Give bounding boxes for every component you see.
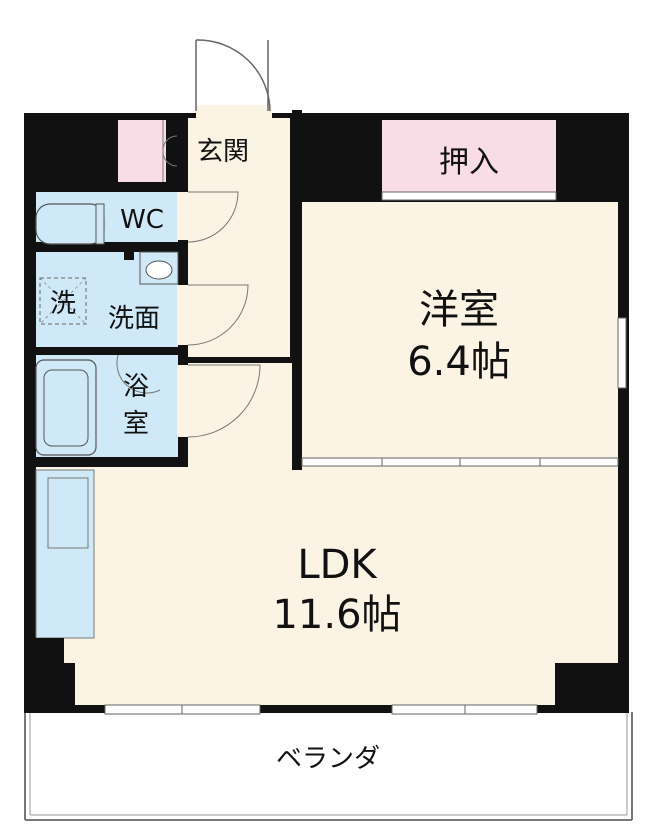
closet-label: 押入 [439,145,499,180]
door-swings [116,191,261,438]
floors [35,118,618,705]
washer-icon [39,277,87,325]
entrance-door [162,39,272,182]
bathroom-label-2: 室 [123,409,149,439]
bathroom-label-1: 浴 [123,372,149,402]
shoe-closet-floor [118,120,166,182]
windows [104,191,627,715]
corridor-floor [188,118,290,363]
ldk-floor-bottom [75,655,555,705]
sink-basin [47,477,89,549]
western-room-floor [302,202,618,465]
washer-label: 洗 [50,289,76,319]
western-room-label: 洋室 [419,287,499,333]
toilet-icon [35,203,105,245]
washroom-label: 洗面 [108,304,160,334]
western-room-size: 6.4帖 [407,339,511,385]
balcony [24,712,633,821]
closet-floor [382,120,556,196]
ldk-size: 11.6帖 [272,592,401,638]
balcony-label: ベランダ [276,744,380,774]
ldk-label: LDK [297,542,378,588]
room-labels: 玄関 押入 WC 洗 洗面 浴 室 洋室 6.4帖 LDK 11.6帖 ベランダ [50,137,511,774]
fixtures [35,203,179,456]
entrance-label: 玄関 [197,137,249,167]
toilet-label: WC [120,205,164,235]
